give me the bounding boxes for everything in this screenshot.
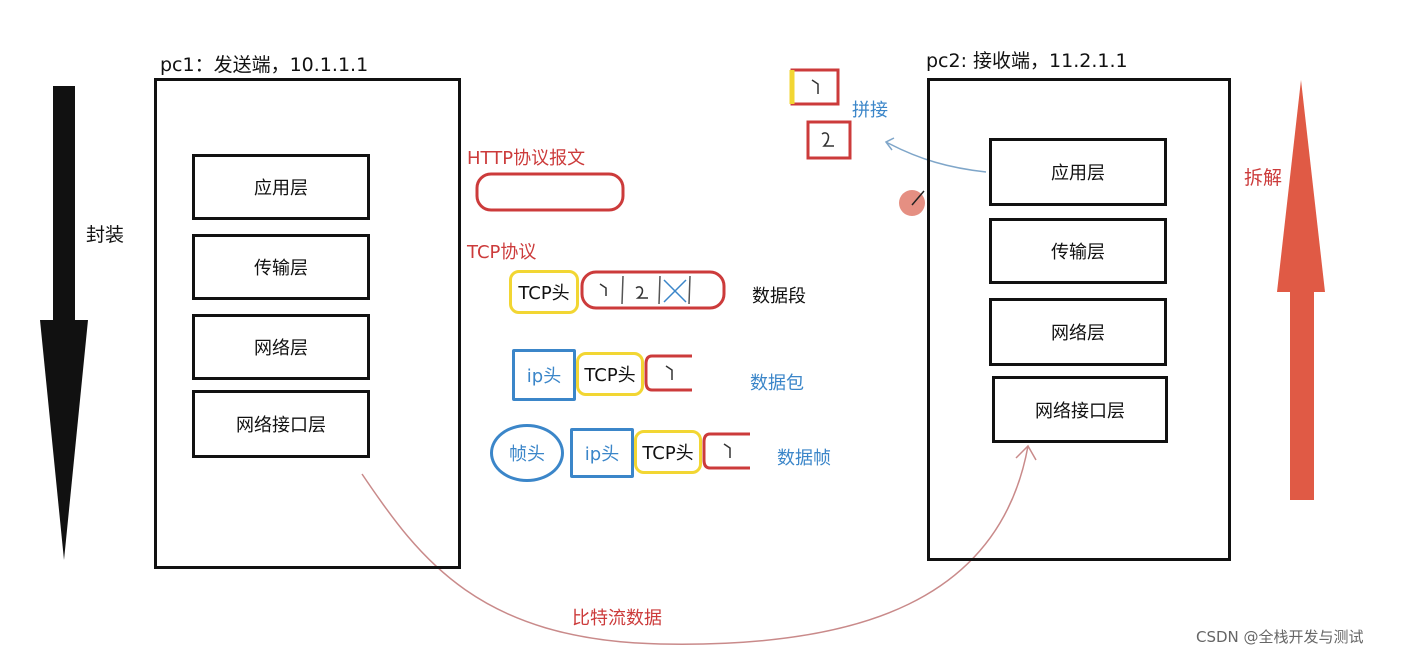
splice-arrow bbox=[885, 141, 987, 173]
frame-data-piece bbox=[702, 432, 750, 470]
frame-head: 帧头 bbox=[490, 424, 564, 482]
packet-ip-head: ip头 bbox=[512, 349, 576, 401]
tcp-label: TCP协议 bbox=[467, 242, 537, 263]
tcp-data-segments bbox=[580, 270, 726, 310]
pc1-link-layer: 网络接口层 bbox=[192, 390, 370, 458]
packet-tcp-head: TCP头 bbox=[576, 352, 644, 396]
encapsulate-label: 封装 bbox=[86, 224, 125, 246]
pc2-network-layer: 网络层 bbox=[989, 298, 1167, 366]
splice-piece-2 bbox=[806, 120, 852, 160]
bitstream-arrowhead bbox=[1015, 444, 1037, 461]
bitstream-label: 比特流数据 bbox=[572, 608, 662, 629]
http-message-pill bbox=[475, 172, 625, 212]
segment-tcp-head: TCP头 bbox=[509, 270, 579, 314]
segment-label: 数据段 bbox=[752, 286, 806, 307]
splice-arrowhead bbox=[884, 137, 895, 151]
watermark: CSDN @全栈开发与测试 bbox=[1196, 628, 1364, 646]
pc2-link-layer: 网络接口层 bbox=[992, 376, 1168, 443]
http-label: HTTP协议报文 bbox=[467, 148, 586, 169]
packet-data-piece bbox=[644, 354, 692, 392]
frame-ip-head: ip头 bbox=[570, 428, 634, 478]
pc1-application-layer: 应用层 bbox=[192, 154, 370, 220]
pc2-box bbox=[927, 78, 1231, 561]
frame-label: 数据帧 bbox=[777, 448, 831, 469]
pc1-box bbox=[154, 78, 461, 569]
pc1-transport-layer: 传输层 bbox=[192, 234, 370, 300]
decapsulate-label: 拆解 bbox=[1244, 167, 1283, 189]
pc2-title: pc2: 接收端，11.2.1.1 bbox=[926, 50, 1128, 72]
frame-tcp-head: TCP头 bbox=[634, 430, 702, 474]
decapsulate-arrow bbox=[1277, 80, 1325, 500]
pc2-transport-layer: 传输层 bbox=[989, 218, 1167, 284]
pc1-network-layer: 网络层 bbox=[192, 314, 370, 380]
packet-label: 数据包 bbox=[750, 373, 804, 394]
pc2-application-layer: 应用层 bbox=[989, 138, 1167, 206]
splice-piece-1 bbox=[789, 68, 840, 106]
bitstream-curve bbox=[361, 445, 1029, 645]
encapsulate-arrow bbox=[40, 86, 88, 560]
pc1-title: pc1：发送端，10.1.1.1 bbox=[160, 54, 369, 76]
pen-cursor-icon bbox=[899, 190, 925, 216]
splice-label: 拼接 bbox=[852, 100, 888, 121]
